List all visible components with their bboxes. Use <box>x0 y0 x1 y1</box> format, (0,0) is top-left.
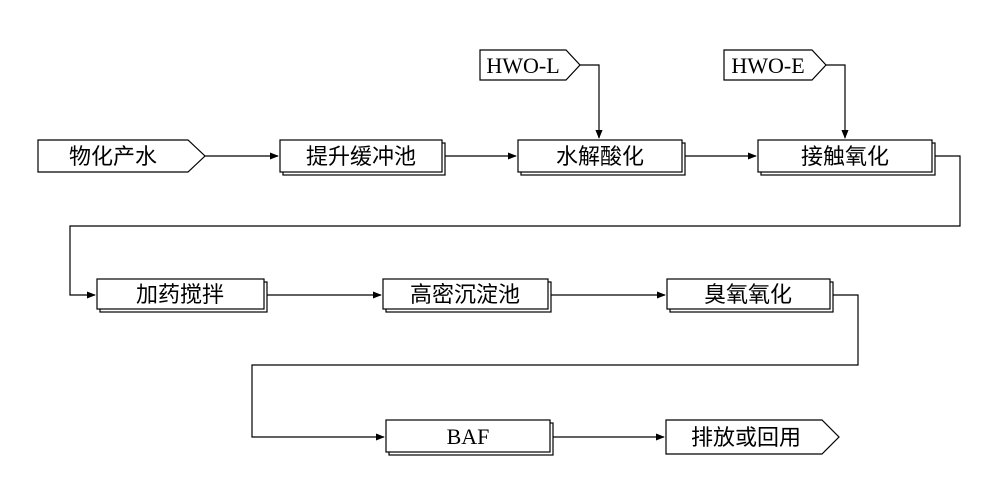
node-lift-tank-label: 提升缓冲池 <box>306 145 416 170</box>
node-hydrolysis-label: 水解酸化 <box>556 145 644 170</box>
node-contact-oxidation-label: 接触氧化 <box>801 145 889 170</box>
node-discharge: 排放或回用 <box>665 419 840 455</box>
node-chem-mixing: 加药搅拌 <box>96 278 268 313</box>
edge-ozone-to-baf <box>251 294 859 441</box>
node-hydrolysis: 水解酸化 <box>517 139 686 176</box>
node-ozone-label: 臭氧氧化 <box>704 283 792 308</box>
input-hwo-e: HWO-E <box>723 49 827 81</box>
node-source-label: 物化产水 <box>69 145 157 170</box>
node-hd-settler-label: 高密沉淀池 <box>410 283 520 308</box>
node-baf-label: BAF <box>447 424 490 449</box>
node-hd-settler: 高密沉淀池 <box>382 278 552 313</box>
input-hwo-e-label: HWO-E <box>731 53 804 78</box>
connectors <box>69 64 961 441</box>
edge-hwo-l-to-hydrolysis <box>580 64 603 139</box>
node-ozone: 臭氧氧化 <box>666 278 834 313</box>
node-chem-mixing-label: 加药搅拌 <box>136 283 224 308</box>
node-lift-tank: 提升缓冲池 <box>279 139 446 176</box>
input-hwo-l-label: HWO-L <box>486 53 559 78</box>
edge-contact-to-mixing <box>69 155 961 299</box>
node-source: 物化产水 <box>37 139 206 173</box>
node-baf: BAF <box>385 419 554 456</box>
edge-hwo-e-to-contact <box>826 64 849 139</box>
node-contact-oxidation: 接触氧化 <box>757 139 936 176</box>
input-hwo-l: HWO-L <box>479 49 581 81</box>
node-discharge-label: 排放或回用 <box>691 426 801 451</box>
